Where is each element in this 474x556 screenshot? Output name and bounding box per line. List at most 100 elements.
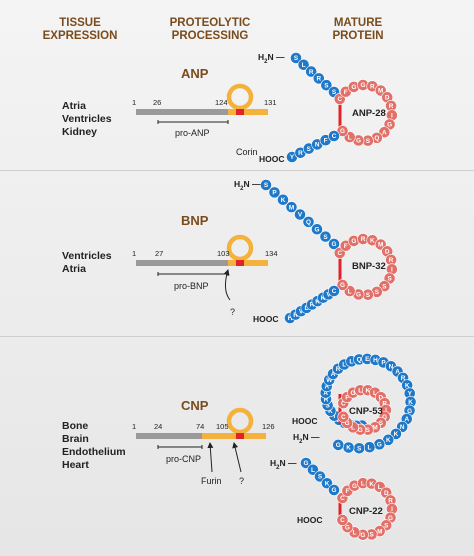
amino-acid-letter: K bbox=[315, 298, 320, 305]
amino-acid-letter: S bbox=[387, 276, 392, 283]
amino-acid-bead bbox=[305, 65, 318, 78]
section-divider bbox=[0, 336, 474, 337]
anp-28-label: ANP-28 bbox=[352, 108, 386, 119]
header-line: PROCESSING bbox=[171, 30, 249, 42]
amino-acid-letter: R bbox=[310, 302, 315, 309]
amino-acid-letter: I bbox=[391, 266, 393, 273]
header-line: MATURE bbox=[333, 17, 383, 29]
amino-acid-bead bbox=[328, 484, 340, 496]
cnp-53-label: CNP-53 bbox=[349, 406, 383, 417]
amino-acid-letter: K bbox=[370, 237, 375, 244]
amino-acid-letter: K bbox=[405, 382, 410, 389]
amino-acid-bead bbox=[311, 223, 323, 236]
enzyme-label: ? bbox=[239, 476, 244, 486]
amino-acid-letter: C bbox=[337, 96, 342, 103]
amino-acid-letter: G bbox=[340, 282, 345, 289]
amino-acid-letter: G bbox=[407, 408, 412, 415]
amino-acid-letter: S bbox=[379, 420, 384, 427]
amino-acid-letter: E bbox=[365, 356, 370, 363]
amino-acid-letter: G bbox=[352, 483, 357, 490]
amino-acid-letter: I bbox=[391, 506, 393, 513]
tissue-item: Kidney bbox=[62, 126, 98, 138]
amino-acid-letter: S bbox=[332, 89, 337, 96]
amino-acid-letter: A bbox=[324, 383, 329, 390]
amino-acid-letter: C bbox=[341, 414, 346, 421]
amino-acid-letter: S bbox=[357, 446, 362, 453]
amino-acid-letter: L bbox=[378, 484, 382, 491]
amino-acid-letter: K bbox=[408, 399, 413, 406]
amino-acid-bead bbox=[302, 215, 315, 228]
disulfide-mark bbox=[236, 109, 244, 115]
amino-acid-letter: G bbox=[304, 460, 309, 467]
enzyme-label: Corin bbox=[236, 147, 258, 157]
pro-bracket bbox=[157, 445, 203, 449]
cnp22-n-terminus: H2N — bbox=[270, 458, 297, 471]
bnp-title: BNP bbox=[181, 213, 209, 228]
amino-acid-letter: L bbox=[351, 425, 355, 432]
amino-acid-letter: D bbox=[385, 95, 390, 102]
pro-label: pro-BNP bbox=[174, 281, 209, 291]
amino-acid-letter: G bbox=[336, 442, 341, 449]
amino-acid-letter: L bbox=[373, 390, 377, 397]
amino-acid-letter: S bbox=[324, 82, 329, 89]
amino-acid-letter: R bbox=[389, 257, 394, 264]
amino-acid-letter: G bbox=[356, 138, 361, 145]
amino-acid-letter: R bbox=[336, 366, 341, 373]
amino-acid-letter: R bbox=[382, 400, 387, 407]
amino-acid-letter: K bbox=[394, 431, 399, 438]
amino-acid-bead bbox=[332, 439, 345, 451]
residue-number: 1 bbox=[132, 249, 136, 258]
amino-acid-letter: K bbox=[346, 445, 351, 452]
amino-acid-letter: K bbox=[369, 481, 374, 488]
amino-acid-letter: F bbox=[344, 89, 348, 96]
amino-acid-letter: K bbox=[386, 437, 391, 444]
amino-acid-letter: R bbox=[293, 312, 298, 319]
amino-acid-letter: N bbox=[389, 363, 394, 370]
anp-tissues: Atria Ventricles Kidney bbox=[62, 100, 112, 139]
amino-acid-letter: G bbox=[351, 238, 356, 245]
header-line: PROTEIN bbox=[332, 30, 384, 42]
amino-acid-letter: R bbox=[324, 396, 329, 403]
cnp22-c-terminus: HOOC bbox=[297, 515, 323, 525]
amino-acid-letter: L bbox=[353, 530, 357, 537]
amino-acid-letter: L bbox=[302, 62, 306, 69]
tissue-item: Heart bbox=[62, 459, 89, 471]
residue-number: 26 bbox=[153, 98, 161, 107]
amino-acid-letter: C bbox=[340, 495, 345, 502]
amino-acid-letter: S bbox=[382, 283, 387, 290]
amino-acid-letter: T bbox=[332, 413, 336, 420]
amino-acid-bead bbox=[328, 238, 340, 250]
anp-n-terminus: H2N — bbox=[258, 52, 285, 65]
amino-acid-letter: K bbox=[321, 295, 326, 302]
amino-acid-letter: F bbox=[345, 488, 349, 495]
amino-acid-letter: K bbox=[325, 480, 330, 487]
amino-acid-letter: R bbox=[298, 150, 303, 157]
header-line: EXPRESSION bbox=[42, 30, 118, 42]
enzyme-label: ? bbox=[230, 307, 235, 317]
amino-acid-letter: S bbox=[384, 522, 389, 529]
amino-acid-letter: C bbox=[337, 250, 342, 257]
amino-acid-letter: G bbox=[388, 515, 393, 522]
svg-text:H2N —: H2N — bbox=[270, 458, 297, 471]
disulfide-mark bbox=[236, 260, 244, 266]
amino-acid-letter: K bbox=[281, 197, 286, 204]
amino-acid-letter: N bbox=[400, 424, 405, 431]
cleavage-arrow bbox=[223, 269, 231, 301]
amino-acid-letter: G bbox=[332, 487, 337, 494]
ring-loop bbox=[226, 83, 254, 111]
amino-acid-letter: H bbox=[288, 315, 293, 322]
disulfide-mark bbox=[236, 433, 244, 439]
tissue-item: Ventricles bbox=[62, 113, 112, 125]
anp-title: ANP bbox=[181, 66, 209, 81]
residue-number: 126 bbox=[262, 422, 275, 431]
amino-acid-letter: R bbox=[361, 236, 366, 243]
amino-acid-letter: S bbox=[366, 292, 371, 299]
amino-acid-letter: L bbox=[342, 362, 346, 369]
amino-acid-letter: G bbox=[351, 390, 356, 397]
amino-acid-letter: Q bbox=[374, 135, 379, 142]
amino-acid-letter: R bbox=[370, 83, 375, 90]
amino-acid-letter: G bbox=[340, 128, 345, 135]
tissue-item: Atria bbox=[62, 100, 86, 112]
